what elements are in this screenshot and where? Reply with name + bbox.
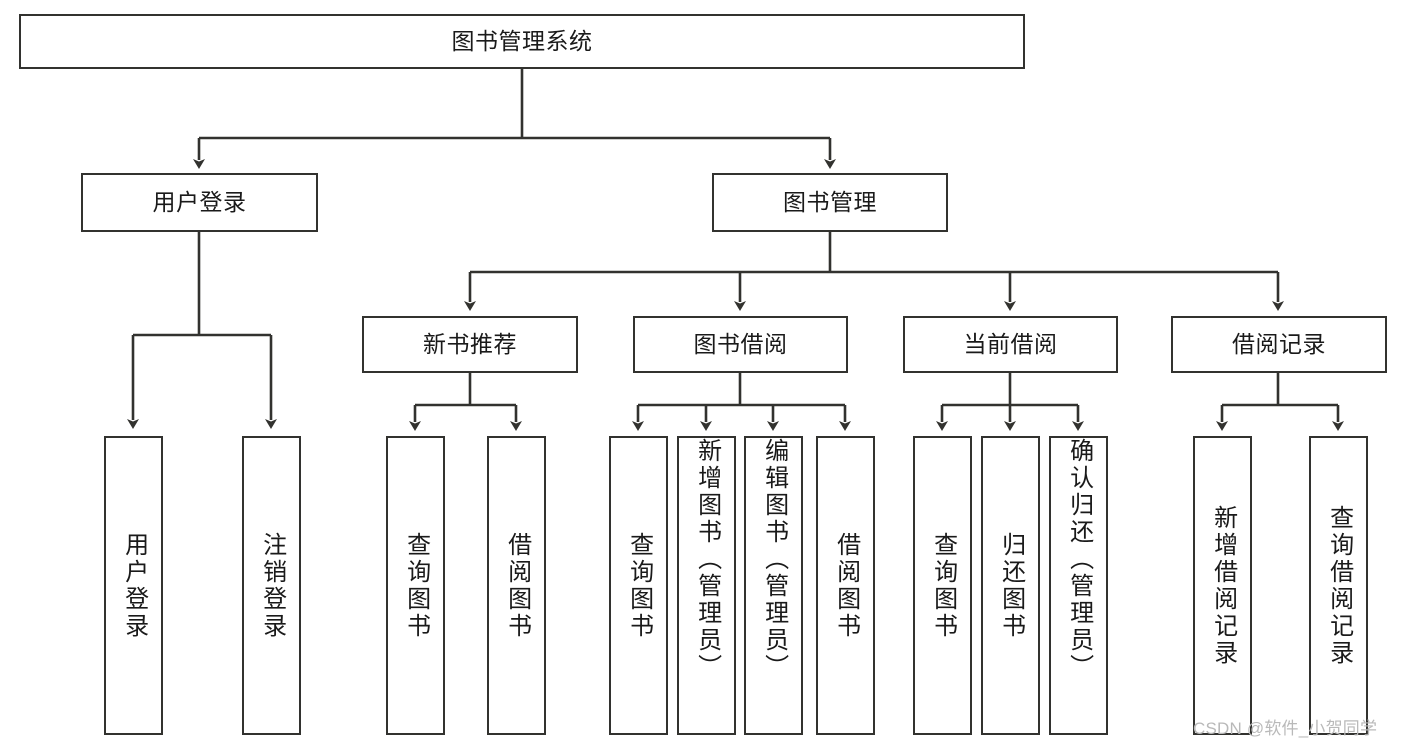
node-label: 新书推荐 [423,331,517,357]
node-label: 查询图书 [625,531,653,640]
node-label: 新增借阅记录 [1209,504,1237,667]
leaf-edit-book-admin[interactable]: 编辑图书（管理员） [744,436,803,735]
node-label: 借阅记录 [1232,331,1326,357]
node-label: 查询图书 [929,531,957,640]
node-label: 确认归还（管理员） [1065,438,1093,681]
leaf-borrow-book[interactable]: 借阅图书 [816,436,875,735]
node-current-borrow[interactable]: 当前借阅 [903,316,1118,373]
watermark-text: CSDN @软件_小贺同学 [1193,719,1378,738]
leaf-confirm-return-admin[interactable]: 确认归还（管理员） [1049,436,1108,735]
node-borrow-record[interactable]: 借阅记录 [1171,316,1387,373]
leaf-add-borrow-record[interactable]: 新增借阅记录 [1193,436,1252,735]
node-label: 归还图书 [997,531,1025,640]
leaf-query-book-current[interactable]: 查询图书 [913,436,972,735]
leaf-logout[interactable]: 注销登录 [242,436,301,735]
node-root-system[interactable]: 图书管理系统 [19,14,1025,69]
leaf-query-borrow-record[interactable]: 查询借阅记录 [1309,436,1368,735]
node-book-management[interactable]: 图书管理 [712,173,948,232]
node-label: 图书管理系统 [451,28,593,54]
node-book-borrow[interactable]: 图书借阅 [633,316,848,373]
leaf-add-book-admin[interactable]: 新增图书（管理员） [677,436,736,735]
node-label: 查询借阅记录 [1325,504,1353,667]
leaf-return-book[interactable]: 归还图书 [981,436,1040,735]
node-label: 当前借阅 [963,331,1058,357]
node-label: 编辑图书（管理员） [760,438,788,681]
node-label: 查询图书 [402,531,430,640]
node-label: 借阅图书 [832,531,860,640]
leaf-user-login[interactable]: 用户登录 [104,436,163,735]
node-label: 图书借阅 [693,331,788,357]
node-label: 注销登录 [258,531,286,640]
node-label: 用户登录 [152,189,247,215]
node-label: 图书管理 [783,189,877,215]
leaf-query-book-borrow[interactable]: 查询图书 [609,436,668,735]
leaf-borrow-book-recommend[interactable]: 借阅图书 [487,436,546,735]
node-label: 用户登录 [120,531,148,640]
node-new-book-recommend[interactable]: 新书推荐 [362,316,578,373]
node-label: 借阅图书 [503,531,531,640]
node-label: 新增图书（管理员） [693,438,721,681]
node-user-login[interactable]: 用户登录 [81,173,318,232]
leaf-query-book-recommend[interactable]: 查询图书 [386,436,445,735]
